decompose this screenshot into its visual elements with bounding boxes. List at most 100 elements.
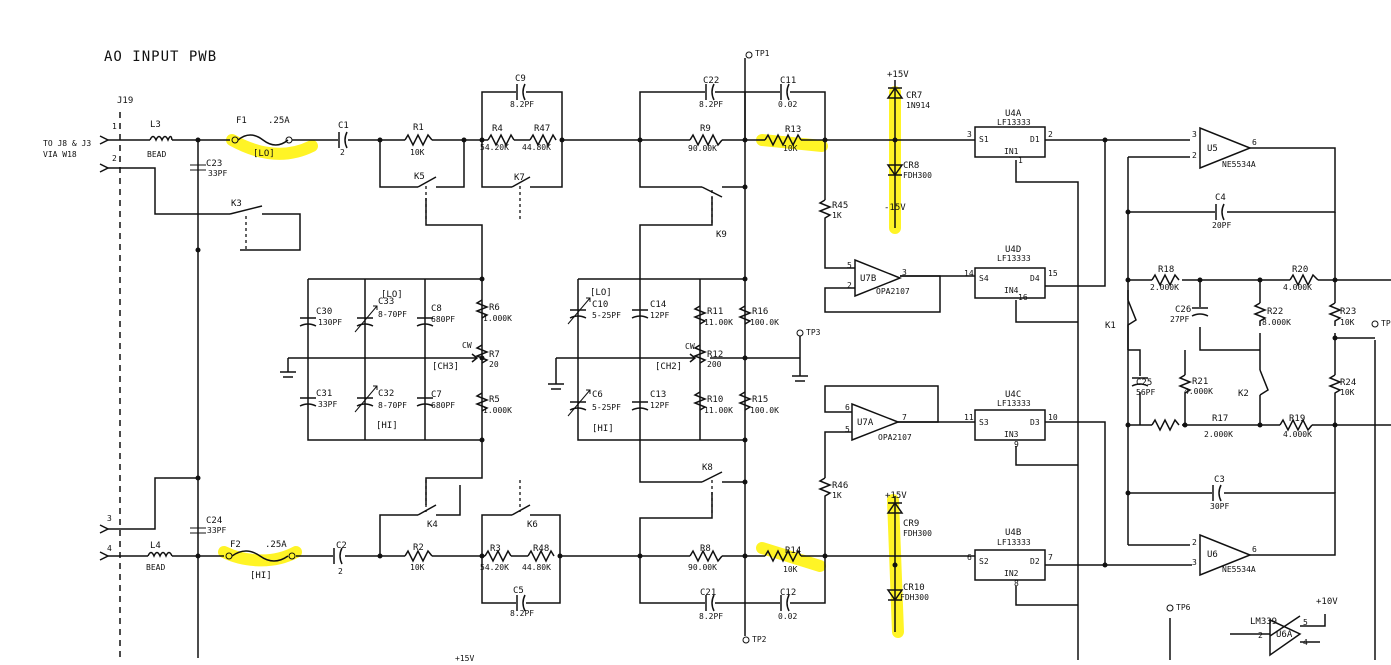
capacitor-c8: C8 680PF bbox=[416, 304, 455, 327]
resistor-r21: R21 4.000K bbox=[1177, 374, 1213, 400]
capacitor-c23: C23 33PF bbox=[206, 159, 227, 178]
opamp-pin-plus: 5 bbox=[845, 425, 850, 434]
capacitor-c9: C9 8.2PF bbox=[510, 74, 534, 109]
switch-type: LF13333 bbox=[997, 118, 1031, 127]
testpoint-tp-edge: TP bbox=[1371, 319, 1391, 328]
inductor-value: BEAD bbox=[146, 563, 165, 572]
switch-input: IN2 bbox=[1004, 569, 1019, 578]
diode-cr10: CR10 FDH300 bbox=[886, 583, 929, 602]
capacitor-value: 33PF bbox=[208, 169, 227, 178]
supply-plus15-top: +15V bbox=[887, 70, 909, 80]
switch-source: S2 bbox=[979, 557, 989, 566]
opamp-type: NE5534A bbox=[1222, 565, 1256, 574]
capacitor-c11: C11 0.02 bbox=[778, 76, 797, 109]
capacitor-ref: C25 bbox=[1136, 378, 1152, 388]
marker-cw-r12: CW bbox=[685, 342, 695, 351]
relay-ref: K2 bbox=[1238, 389, 1249, 399]
capacitor-value: 12PF bbox=[650, 401, 669, 410]
resistor-ref: R45 bbox=[832, 201, 848, 211]
resistor-ref: R4 bbox=[492, 124, 503, 134]
opamp-pin-out: 6 bbox=[1252, 138, 1257, 147]
resistor-r22: R22 8.000K bbox=[1252, 302, 1291, 327]
fuse-f1: F1 .25A [LO] bbox=[231, 116, 293, 159]
capacitor-value: 8-70PF bbox=[378, 401, 407, 410]
switch-pin-in: 9 bbox=[1014, 440, 1019, 449]
resistor-value: 10K bbox=[1340, 318, 1355, 327]
capacitor-c12: C12 0.02 bbox=[778, 588, 797, 621]
resistor-value: 20 bbox=[489, 360, 499, 369]
capacitor-c1: C1 2 bbox=[338, 121, 349, 157]
capacitor-c4: C4 20PF bbox=[1212, 193, 1231, 230]
switch-pin-d: 2 bbox=[1048, 130, 1053, 139]
capacitor-value: 8.2PF bbox=[699, 100, 723, 109]
opamp-type: OPA2107 bbox=[878, 433, 912, 442]
resistor-ref: R16 bbox=[752, 307, 768, 317]
resistor-ref: R7 bbox=[489, 350, 500, 360]
opamp-pin-out: 6 bbox=[1252, 545, 1257, 554]
switch-source: S4 bbox=[979, 274, 989, 283]
opamp-pin-minus: 2 bbox=[847, 281, 852, 290]
switch-type: LF13333 bbox=[997, 538, 1031, 547]
pin-1-label: 1 bbox=[112, 122, 117, 131]
diode-value: FDH300 bbox=[903, 171, 932, 180]
resistor-ref: R18 bbox=[1158, 265, 1174, 275]
supply-plus10: +10V bbox=[1316, 597, 1338, 607]
resistor-value: 2.000K bbox=[1150, 283, 1179, 292]
fuse-value: .25A bbox=[265, 540, 287, 550]
capacitor-c24: C24 33PF bbox=[206, 516, 226, 535]
relay-k3: K3 bbox=[229, 199, 263, 250]
capacitor-ref: C8 bbox=[431, 304, 442, 314]
switch-pin-in: 8 bbox=[1014, 579, 1019, 588]
resistor-r11: R11 11.00K bbox=[692, 305, 733, 327]
capacitor-c26: C26 27PF bbox=[1170, 305, 1209, 324]
testpoint-label: TP3 bbox=[806, 328, 821, 337]
resistor-r3: R3 54.20K bbox=[480, 544, 512, 572]
capacitor-value: 680PF bbox=[431, 315, 455, 324]
capacitor-ref: C2 bbox=[336, 541, 347, 551]
capacitor-value: 33PF bbox=[318, 400, 337, 409]
capacitor-c22: C22 8.2PF bbox=[699, 76, 723, 109]
testpoint-label: TP1 bbox=[755, 49, 770, 58]
resistor-value: 90.00K bbox=[688, 144, 717, 153]
resistor-r14: R14 10K bbox=[764, 546, 818, 574]
switch-input: IN3 bbox=[1004, 430, 1019, 439]
resistor-r13: R13 10K bbox=[764, 125, 818, 153]
capacitor-ref: C13 bbox=[650, 390, 666, 400]
capacitor-ref: C3 bbox=[1214, 475, 1225, 485]
resistor-ref: R21 bbox=[1192, 377, 1208, 387]
resistor-value: 1.000K bbox=[483, 406, 512, 415]
switch-pin-s: 3 bbox=[967, 130, 972, 139]
capacitor-c2: C2 2 bbox=[333, 541, 347, 576]
resistor-ref: R46 bbox=[832, 481, 848, 491]
resistor-r46: R46 1K bbox=[817, 477, 848, 500]
capacitor-ref: C32 bbox=[378, 389, 394, 399]
marker-cw-r7: CW bbox=[462, 341, 472, 350]
switch-type: LF13333 bbox=[997, 254, 1031, 263]
testpoint-label: TP2 bbox=[752, 635, 767, 644]
page-title: AO INPUT PWB bbox=[104, 49, 217, 65]
resistor-r4: R4 54.20K bbox=[480, 124, 515, 152]
switch-pin-d: 15 bbox=[1048, 269, 1058, 278]
capacitor-c14: C14 12PF bbox=[631, 300, 669, 320]
resistor-r19: R19 4.000K bbox=[1279, 414, 1313, 439]
resistor-value: 10K bbox=[1340, 388, 1355, 397]
relay-k9: K9 bbox=[701, 186, 727, 240]
inductor-value: BEAD bbox=[147, 150, 166, 159]
fuse-value: .25A bbox=[268, 116, 290, 126]
switch-u4b: U4B LF13333 S2 D2 IN2 6 7 8 bbox=[967, 528, 1053, 588]
capacitor-value: 2 bbox=[340, 148, 345, 157]
switch-ref: U4D bbox=[1005, 245, 1021, 255]
connector-note-1: TO J8 & J3 bbox=[43, 139, 91, 148]
opamp-ref: U6 bbox=[1207, 550, 1218, 560]
resistor-r47: R47 44.80K bbox=[514, 124, 557, 152]
capacitor-c30: C30 130PF bbox=[299, 307, 342, 327]
resistor-value: 54.20K bbox=[480, 563, 509, 572]
resistor-r9: R9 90.00K bbox=[688, 124, 723, 153]
resistor-value: 1K bbox=[832, 211, 842, 220]
switch-source: S1 bbox=[979, 135, 989, 144]
diode-ref: CR7 bbox=[906, 91, 922, 101]
capacitor-ref: C30 bbox=[316, 307, 332, 317]
resistor-value: 10K bbox=[410, 148, 425, 157]
resistor-r17: R17 2.000K bbox=[1151, 414, 1233, 439]
